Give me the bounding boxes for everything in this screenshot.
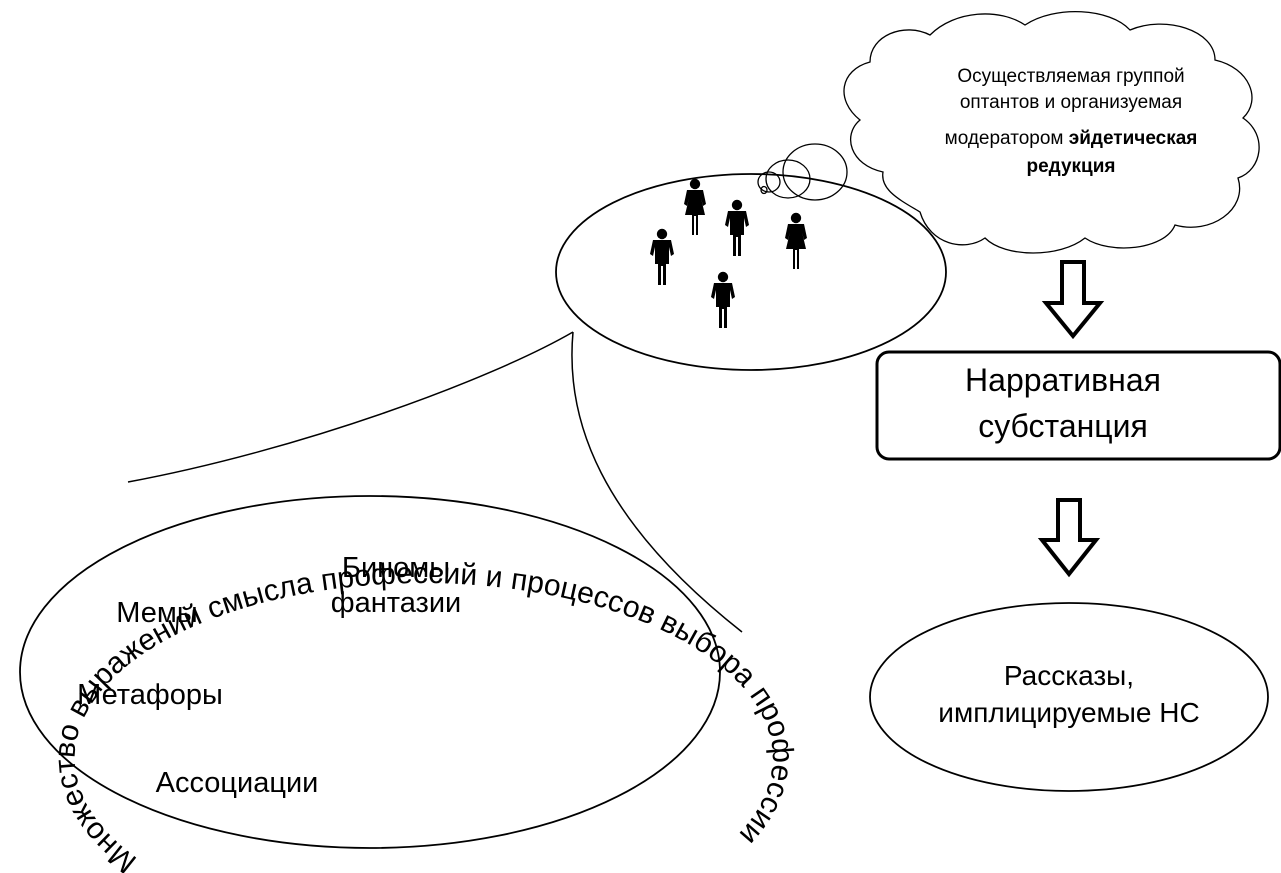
cloud-line-1: Осуществляемая группой <box>957 66 1184 87</box>
arrow-down-icon <box>1041 260 1105 340</box>
woman-icon <box>684 178 706 235</box>
cloud-line-4: редукция <box>1027 156 1116 177</box>
memes-label: Мемы <box>116 597 197 629</box>
funnel-line-left <box>127 331 574 483</box>
thought-bubble-large <box>782 143 848 201</box>
associations-label: Ассоциации <box>156 767 319 799</box>
narrative-substance-line1: Нарративная <box>965 362 1161 398</box>
thought-bubble-medium <box>765 159 811 199</box>
group-ellipse <box>555 173 947 371</box>
binoms-label-line2: фантазии <box>331 587 461 619</box>
binoms-label-line1: Биномы <box>342 552 450 584</box>
cloud-line-3-bold: эйдетическая <box>1069 128 1198 149</box>
man-icon <box>711 271 735 328</box>
stories-ellipse <box>869 602 1269 792</box>
cloud-line-3: модератором эйдетическая <box>945 128 1198 149</box>
narrative-substance-box <box>875 350 1281 461</box>
funnel-line-right <box>571 331 743 633</box>
cloud-line-2: оптантов и организуемая <box>960 92 1182 113</box>
arrow-down-icon <box>1037 498 1101 578</box>
man-icon <box>725 199 749 256</box>
expressions-ellipse <box>19 495 721 849</box>
stories-line2: имплицируемые НС <box>938 697 1199 728</box>
thought-cloud: Осуществляемая группой оптантов и органи… <box>757 10 1260 254</box>
cloud-line-3-prefix: модератором <box>945 128 1069 149</box>
group-figures <box>650 178 807 328</box>
woman-icon <box>785 212 807 269</box>
narrative-substance-line2: субстанция <box>978 408 1148 444</box>
metaphors-label: Метафоры <box>77 679 223 711</box>
thought-bubble-small <box>757 171 781 193</box>
thought-bubble-tiny <box>760 185 768 195</box>
stories-line1: Рассказы, <box>1004 660 1134 691</box>
man-icon <box>650 228 674 285</box>
